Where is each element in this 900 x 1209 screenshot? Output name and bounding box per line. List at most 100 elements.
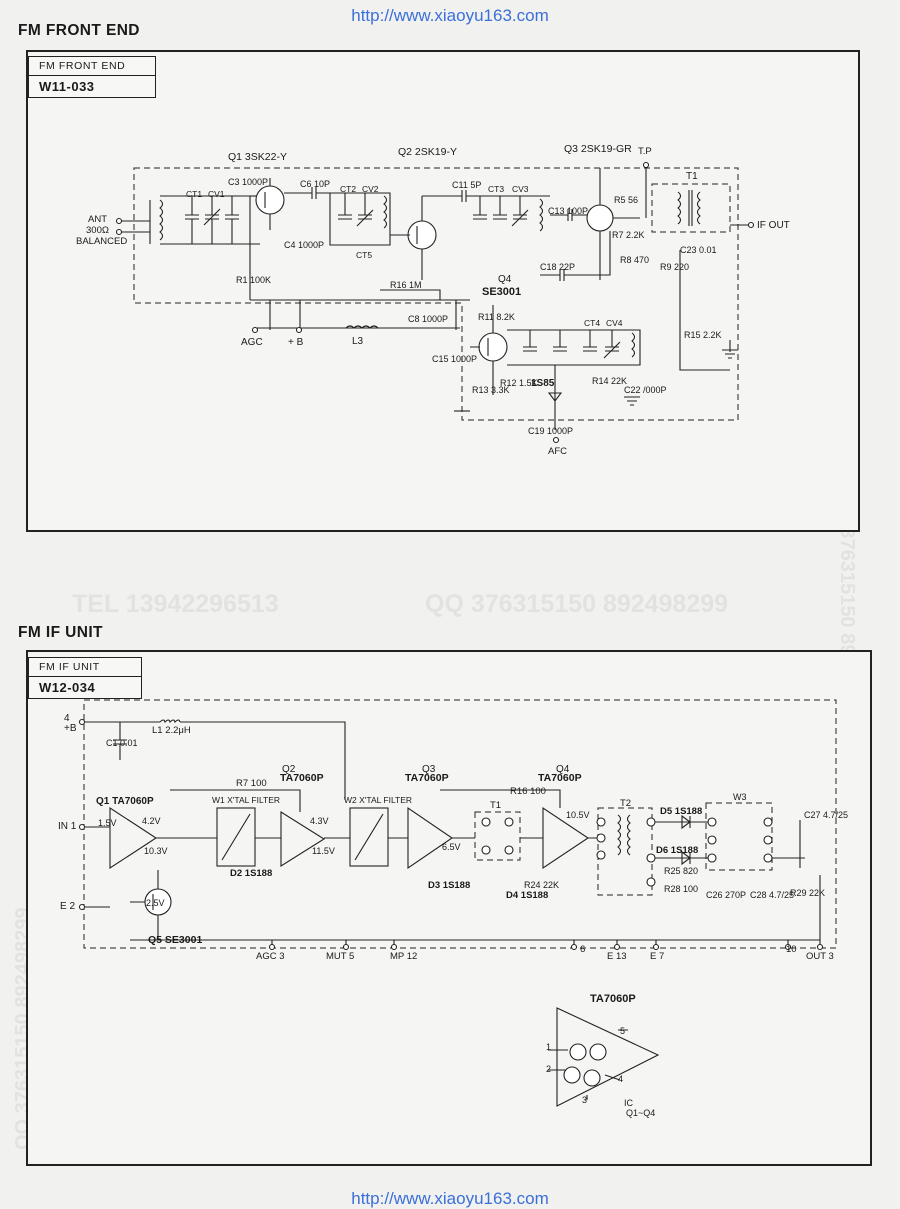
ic-detail-pin-1: 1 (546, 1042, 552, 1052)
c28-label: C28 4.7/25 (750, 890, 795, 900)
r9-label: R9 220 (660, 262, 690, 272)
c26-label: C26 270P (706, 890, 747, 900)
c27-label: C27 4.7/25 (804, 810, 849, 820)
r25-label: R25 820 (664, 866, 699, 876)
d5-label: D5 1S188 (660, 806, 703, 817)
ic2-ref-label: Q2 (282, 764, 296, 775)
terminal-in: IN 1 (58, 821, 77, 832)
r12-label: R12 1.5K (500, 378, 538, 388)
c3-label: C3 1000P (228, 177, 269, 187)
footer-url[interactable]: http://www.xiaoyu163.com (351, 1189, 549, 1208)
voltage-label-6: 11.5V (312, 846, 335, 856)
cv2-label: CV2 (362, 184, 379, 194)
c6-label: C6 10P (300, 179, 331, 189)
terminal-6: 6 (580, 944, 586, 955)
w3-label: W3 (733, 792, 747, 802)
ic1-ref: Q1 (96, 796, 110, 807)
ic2-part-label: TA7060P (280, 772, 324, 784)
terminal-agc: AGC 3 (256, 951, 285, 962)
voltage-label-3: 1.5V (98, 818, 117, 828)
diode-label: 1S85 (531, 378, 555, 389)
voltage-label-1: 4.2V (142, 816, 161, 826)
front-end-section-title: FM FRONT END (18, 22, 140, 39)
ic-detail-refs: Q1~Q4 (626, 1108, 656, 1118)
d3-label: D3 1S188 (428, 880, 471, 891)
r24-label: R24 22K (524, 880, 560, 890)
q4-part-label: SE3001 (482, 286, 522, 298)
voltage-label-5: 4.3V (310, 816, 329, 826)
r16-label: R16 1M (390, 280, 422, 290)
c18-label: C18 22P (540, 262, 576, 272)
front-end-tag-code: W11-033 (39, 79, 95, 94)
ic3-ref-label: Q3 (422, 764, 436, 775)
header-url[interactable]: http://www.xiaoyu163.com (351, 6, 549, 25)
ic-detail-title: TA7060P (590, 993, 636, 1005)
ic-detail-caption: IC (624, 1098, 633, 1108)
terminal-10: 10 (786, 944, 797, 955)
if-unit-tag-code: W12-034 (39, 680, 96, 695)
t1-if-label: T1 (490, 800, 502, 811)
q5-label: Q5 SE3001 (148, 934, 203, 946)
l3-label: L3 (352, 336, 364, 347)
xtal2-label: W2 X'TAL FILTER (344, 795, 413, 805)
q1-label: Q1 3SK22-Y (228, 151, 287, 163)
t1-label: T1 (686, 171, 698, 182)
d4-label: D4 1S188 (506, 890, 549, 901)
tp-label: T.P (638, 146, 652, 157)
terminal-mp: MP 12 (390, 951, 418, 962)
c19-label: C19 1000P (528, 426, 574, 436)
c13-label: C13 100P (548, 206, 589, 216)
q4-ref-label: Q4 (498, 274, 512, 285)
d6-label: D6 1S188 (656, 845, 699, 856)
c4-label: C4 1000P (284, 240, 325, 250)
agc-label: AGC (241, 337, 263, 348)
r5-label: R5 56 (614, 195, 639, 205)
ant-type-label: BALANCED (76, 236, 128, 247)
r16-label: R16 100 (510, 786, 546, 797)
front-end-tag: FM FRONT END W11-033 (28, 56, 156, 98)
r28-label: R28 100 (664, 884, 699, 894)
r7-label: R7 100 (236, 778, 267, 789)
voltage-label-7: 10.5V (566, 810, 590, 820)
voltage-label-4: 2.5V (146, 898, 165, 908)
ic4-part-label: TA7060P (538, 772, 582, 784)
c1-label: C1 0.01 (106, 738, 138, 748)
c23-label: C23 0.01 (680, 245, 717, 255)
cv4-label: CV4 (606, 318, 623, 328)
plus-b-label: + B (288, 337, 304, 348)
q2-label: Q2 2SK19-Y (398, 146, 457, 158)
front-end-tag-title: FM FRONT END (29, 57, 155, 76)
ic4-ref-label: Q4 (556, 764, 570, 775)
terminal-out: OUT 3 (806, 951, 834, 962)
afc-label: AFC (548, 446, 567, 457)
terminal-e2: E 2 (60, 901, 76, 912)
t2-label: T2 (620, 798, 632, 809)
cv3-label: CV3 (512, 184, 529, 194)
ant-impedance-label: 300Ω (86, 225, 109, 236)
d2-label: D2 1S188 (230, 868, 273, 879)
r1-label: R1 100K (236, 275, 272, 285)
if-unit-tag-title: FM IF UNIT (29, 658, 141, 677)
front-end-frame (26, 50, 860, 532)
cv1-label: CV1 (208, 189, 225, 199)
ct3-label: CT3 (488, 184, 505, 194)
r8-label: R8 470 (620, 255, 650, 265)
r7-label: R7 2.2K (612, 230, 645, 240)
ct4-label: CT4 (584, 318, 601, 328)
terminal-mut: MUT 5 (326, 951, 355, 962)
xtal1-label: W1 X'TAL FILTER (212, 795, 281, 805)
if-unit-section-title: FM IF UNIT (18, 624, 103, 641)
terminal-plus-b: 4 +B (64, 713, 77, 734)
voltage-label-2: 10.3V (144, 846, 168, 856)
c22-label: C22 /000P (624, 385, 667, 395)
c8-label: C8 1000P (408, 314, 449, 324)
ic1-label: Q1 TA7060P (96, 796, 154, 807)
r11-label: R11 8.2K (478, 312, 515, 322)
ic3-part-label: TA7060P (405, 772, 449, 784)
terminal-e13: E 13 (607, 951, 627, 962)
ic-detail-pin-2: 2 (546, 1064, 552, 1074)
r15-label: R15 2.2K (684, 330, 722, 340)
ic-detail-pin-3: 3 (582, 1095, 588, 1105)
r29-label: R29 22K (790, 888, 826, 898)
